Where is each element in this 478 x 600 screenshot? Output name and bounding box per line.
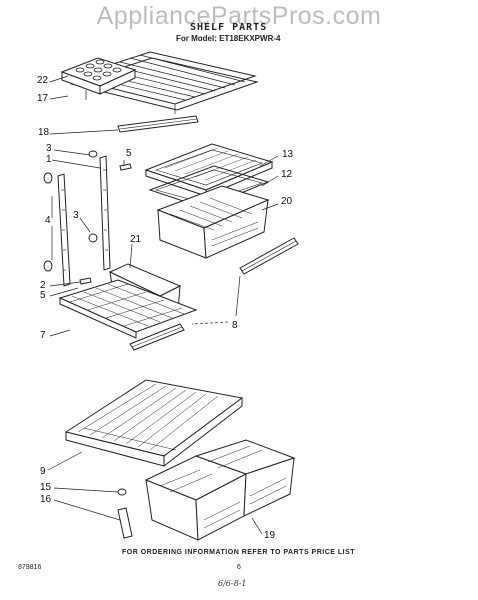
callout-1: 1	[46, 154, 52, 165]
callout-4: 4	[45, 215, 51, 226]
callout-7: 7	[40, 330, 46, 341]
callout-5-lower: 5	[40, 290, 46, 301]
watermark-text: AppliancePartsPros.com	[96, 2, 382, 30]
shelf-trim-strip-18	[118, 116, 198, 132]
callout-13: 13	[282, 149, 294, 160]
crisper-cover-9	[66, 380, 242, 466]
leader-lines	[48, 76, 278, 534]
crisper-drawer-20	[158, 186, 268, 258]
shelf-trim-strip-lower-8	[130, 324, 184, 350]
callout-15: 15	[40, 482, 52, 493]
ordering-note: FOR ORDERING INFORMATION REFER TO PARTS …	[122, 549, 356, 556]
top-wire-shelf	[70, 52, 257, 114]
callout-21: 21	[130, 234, 142, 245]
callout-9: 9	[40, 466, 46, 477]
wire-shelf-7	[60, 280, 196, 338]
callout-2: 2	[40, 280, 46, 291]
diagram-part-number: 879816	[18, 564, 42, 571]
egg-tray	[62, 58, 135, 94]
callout-18: 18	[38, 127, 50, 138]
shelf-trim-strip-upper-8	[240, 238, 298, 274]
callout-22: 22	[37, 75, 49, 86]
page-title: SHELF PARTS	[190, 22, 268, 33]
crisper-drawers-19	[146, 440, 294, 540]
callout-3-upper: 3	[46, 143, 52, 154]
humidity-control-15-16	[118, 489, 132, 538]
callout-19: 19	[264, 530, 276, 541]
callout-17: 17	[37, 93, 49, 104]
model-subtitle: For Model: ET18EKXPWR-4	[176, 34, 281, 43]
callout-8: 8	[232, 320, 238, 331]
callout-16: 16	[40, 494, 52, 505]
callout-5-upper: 5	[126, 148, 132, 159]
callout-20: 20	[281, 196, 293, 207]
callout-3-lower: 3	[73, 210, 79, 221]
shelf-rails	[44, 151, 131, 286]
handwritten-note: 6/6-8-1	[218, 579, 247, 588]
page-number: 6	[237, 564, 241, 571]
callout-12: 12	[281, 169, 293, 180]
